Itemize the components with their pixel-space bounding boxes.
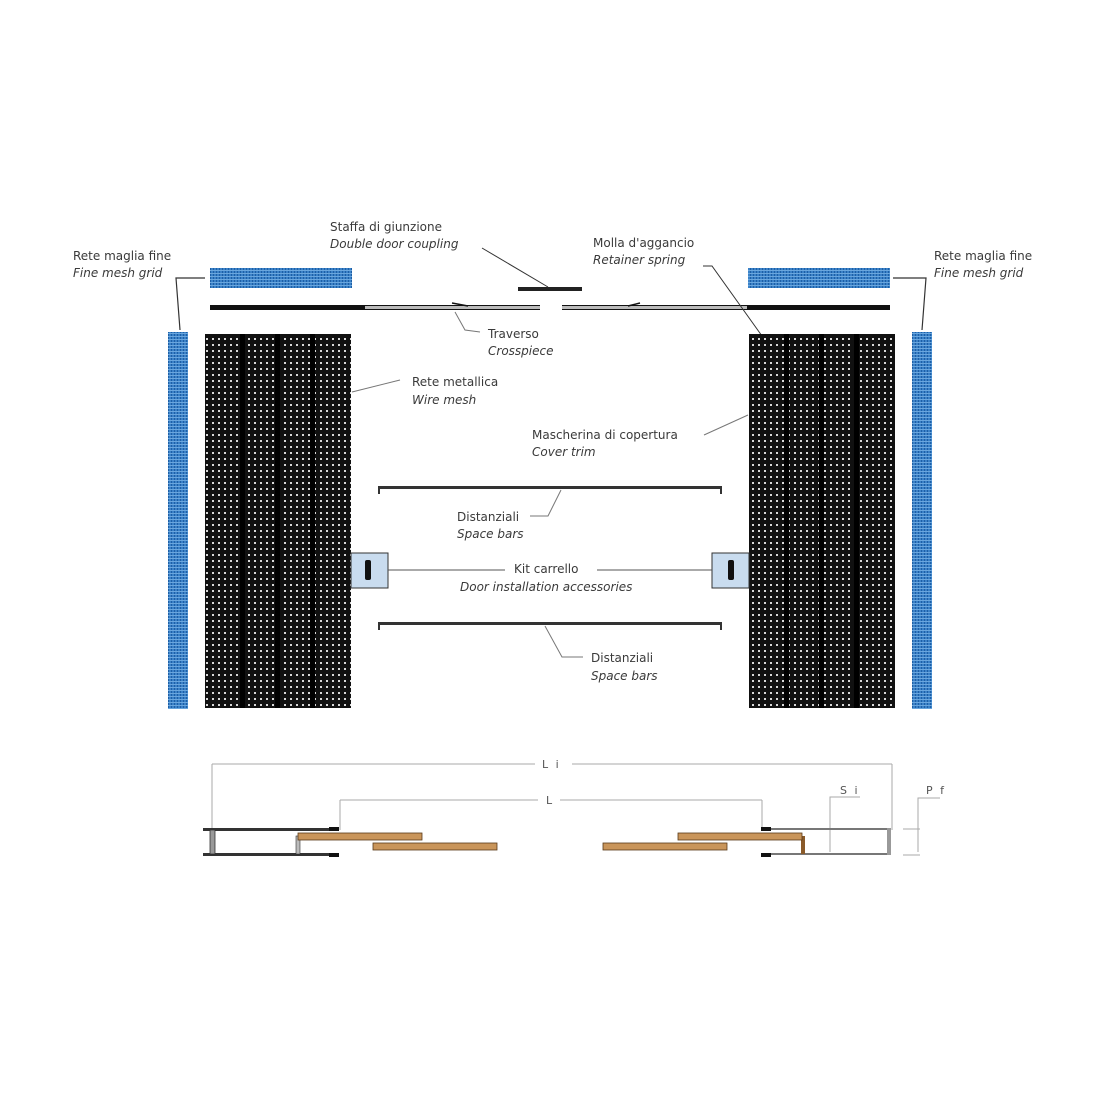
door-leaf-right-2: [602, 842, 728, 851]
leader-cover-trim: [703, 414, 749, 436]
door-leaf-left-1: [297, 832, 423, 841]
pocket-frame-right: [761, 827, 891, 857]
label-trolley-it: Kit carrello: [514, 562, 578, 576]
space-bar-top: [378, 486, 722, 494]
dim-Li: L i: [542, 758, 561, 771]
label-space-bars-bottom-it: Distanziali: [591, 651, 653, 665]
label-retainer-en: Retainer spring: [593, 253, 686, 267]
label-fine-mesh-left-it: Rete maglia fine: [73, 249, 171, 263]
label-wire-mesh-en: Wire mesh: [412, 393, 476, 407]
label-space-bars-top-en: Space bars: [457, 527, 524, 541]
dim-L: L: [546, 794, 554, 807]
leader-wire-mesh: [351, 379, 401, 393]
dim-Si: S i: [840, 784, 860, 797]
label-space-bars-bottom-en: Space bars: [591, 669, 658, 683]
dim-Pf: P f: [926, 784, 946, 797]
fine-mesh-side-right: [912, 332, 932, 709]
label-coupling-en: Double door coupling: [330, 237, 459, 251]
space-bar-bottom: [378, 622, 722, 630]
trolley-kit-right: [711, 552, 750, 589]
label-space-bars-top-it: Distanziali: [457, 510, 519, 524]
leader-space-bars-top: [530, 489, 562, 517]
fine-mesh-top-left: [210, 268, 352, 288]
leader-fine-mesh-right: [893, 277, 927, 331]
label-cover-trim-it: Mascherina di copertura: [532, 428, 678, 442]
door-leaf-left-2: [372, 842, 498, 851]
leader-retainer: [703, 265, 763, 337]
label-fine-mesh-right-en: Fine mesh grid: [934, 266, 1024, 280]
leader-crosspiece: [454, 311, 481, 333]
label-retainer-it: Molla d'aggancio: [593, 236, 694, 250]
leader-space-bars-bottom: [544, 625, 583, 658]
label-cover-trim-en: Cover trim: [532, 445, 596, 459]
door-leaf-right-1: [677, 832, 803, 841]
label-fine-mesh-right-it: Rete maglia fine: [934, 249, 1032, 263]
crosspiece: [210, 302, 890, 310]
plan-section: [211, 763, 940, 856]
label-trolley-en: Door installation accessories: [460, 580, 632, 594]
leader-coupling: [481, 247, 549, 288]
label-fine-mesh-left-en: Fine mesh grid: [73, 266, 163, 280]
trolley-kit-left: [350, 552, 389, 589]
label-crosspiece-en: Crosspiece: [488, 344, 553, 358]
fine-mesh-side-left: [168, 332, 188, 709]
label-wire-mesh-it: Rete metallica: [412, 375, 498, 389]
double-door-coupling: [518, 287, 582, 291]
fine-mesh-top-right: [748, 268, 890, 288]
leader-fine-mesh-left: [175, 277, 205, 331]
label-coupling-it: Staffa di giunzione: [330, 220, 442, 234]
pocket-frame-left: [203, 827, 339, 857]
label-crosspiece-it: Traverso: [487, 327, 539, 341]
